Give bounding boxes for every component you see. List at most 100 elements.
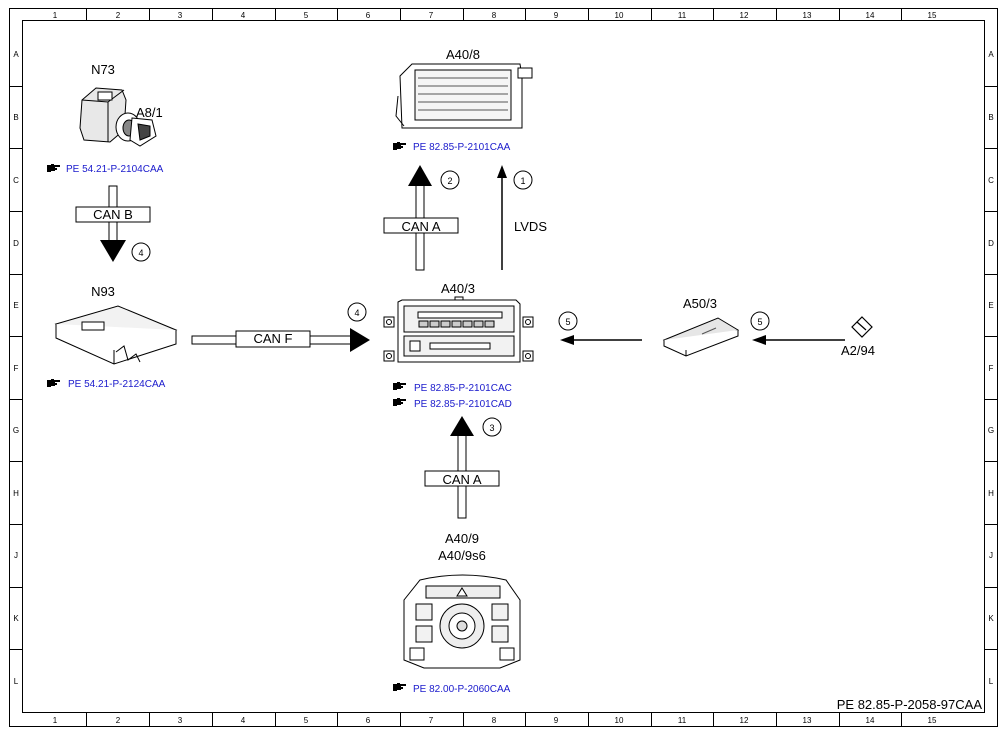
can-f-arrow — [191, 328, 370, 352]
pointing-hand-icon — [47, 379, 60, 387]
head-unit-icon — [383, 296, 534, 363]
col-label: 8 — [492, 716, 497, 725]
antenna-icon — [851, 316, 873, 338]
control-panel-icon — [403, 574, 521, 669]
display-unit-icon — [395, 63, 533, 129]
row-label: K — [13, 614, 19, 623]
marker-4-left-text: 4 — [138, 248, 143, 258]
col-label: 14 — [866, 716, 875, 725]
can-a-top-arrow — [383, 165, 459, 271]
row-label: F — [14, 364, 19, 373]
outer-frame — [9, 8, 998, 727]
row-labels-right: A B C D E F G H J K L — [988, 50, 994, 686]
component-label-a50-3: A50/3 — [683, 296, 717, 311]
col-label: 4 — [241, 716, 246, 725]
col-label: 7 — [429, 11, 434, 20]
col-label: 1 — [53, 716, 58, 725]
pointing-hand-icon — [393, 142, 406, 150]
marker-1-text: 1 — [520, 176, 525, 186]
a50-3-module-icon — [662, 317, 740, 357]
marker-5-right-text: 5 — [757, 317, 762, 327]
pointing-hand-icon — [47, 164, 60, 172]
connection-label-can-a-top: CAN A — [401, 219, 440, 234]
component-label-a40-3: A40/3 — [441, 281, 475, 296]
reference-n93[interactable]: PE 54.21-P-2124CAA — [68, 379, 166, 390]
row-label: A — [13, 50, 19, 59]
row-label: G — [988, 426, 994, 435]
column-ticks — [86, 9, 902, 726]
n93-module-icon — [54, 305, 178, 365]
col-label: 9 — [554, 11, 559, 20]
drawing-number: PE 82.85-P-2058-97CAA — [837, 697, 983, 712]
marker-1 — [513, 170, 533, 190]
column-labels-top: 1 2 3 4 5 6 7 8 9 10 11 12 13 14 15 — [53, 11, 937, 20]
row-label: B — [13, 113, 18, 122]
column-labels-bottom: 1 2 3 4 5 6 7 8 9 10 11 12 13 14 15 — [53, 716, 937, 725]
row-label: F — [989, 364, 994, 373]
component-label-n73: N73 — [91, 62, 115, 77]
row-label: J — [14, 551, 18, 560]
a50-3-to-a40-3-arrow — [560, 335, 642, 345]
row-label: K — [988, 614, 994, 623]
row-label: E — [988, 301, 993, 310]
row-ticks — [10, 86, 997, 650]
row-label: H — [13, 489, 19, 498]
col-label: 4 — [241, 11, 246, 20]
col-label: 15 — [928, 11, 937, 20]
col-label: 1 — [53, 11, 58, 20]
col-label: 12 — [740, 716, 749, 725]
inner-frame — [22, 20, 985, 713]
component-label-a8-1: A8/1 — [136, 105, 163, 120]
marker-4-left — [131, 242, 151, 262]
col-label: 2 — [116, 716, 121, 725]
col-label: 10 — [615, 716, 624, 725]
row-label: B — [988, 113, 993, 122]
reference-a40-9[interactable]: PE 82.00-P-2060CAA — [413, 684, 511, 695]
a2-94-to-a50-3-arrow — [752, 335, 845, 345]
col-label: 11 — [678, 716, 687, 725]
component-label-a40-9s6: A40/9s6 — [438, 548, 486, 563]
component-label-a40-8: A40/8 — [446, 47, 480, 62]
pointing-hand-icon — [393, 683, 406, 691]
row-label: E — [13, 301, 18, 310]
marker-5-center-text: 5 — [565, 317, 570, 327]
col-label: 3 — [178, 716, 183, 725]
col-label: 15 — [928, 716, 937, 725]
pointing-hand-icon — [393, 398, 406, 406]
reference-a40-8[interactable]: PE 82.85-P-2101CAA — [413, 142, 511, 153]
connection-label-can-f: CAN F — [254, 331, 293, 346]
row-label: C — [988, 176, 994, 185]
col-label: 6 — [366, 11, 371, 20]
marker-2 — [440, 170, 460, 190]
reference-n73[interactable]: PE 54.21-P-2104CAA — [66, 164, 164, 175]
col-label: 5 — [304, 11, 309, 20]
reference-a40-3-cac[interactable]: PE 82.85-P-2101CAC — [414, 383, 512, 394]
col-label: 13 — [803, 716, 812, 725]
row-labels-left: A B C D E F G H J K L — [13, 50, 19, 686]
col-label: 6 — [366, 716, 371, 725]
component-label-a40-9: A40/9 — [445, 531, 479, 546]
marker-4-center-text: 4 — [354, 308, 359, 318]
row-label: D — [988, 239, 994, 248]
row-label: L — [989, 677, 994, 686]
marker-3-text: 3 — [489, 423, 494, 433]
connection-label-can-a-bottom: CAN A — [442, 472, 481, 487]
component-label-a2-94: A2/94 — [841, 343, 875, 358]
col-label: 12 — [740, 11, 749, 20]
row-label: C — [13, 176, 19, 185]
col-label: 2 — [116, 11, 121, 20]
marker-3 — [482, 417, 502, 437]
col-label: 14 — [866, 11, 875, 20]
lvds-arrow — [497, 165, 507, 270]
connection-label-lvds: LVDS — [514, 219, 547, 234]
col-label: 8 — [492, 11, 497, 20]
component-label-n93: N93 — [91, 284, 115, 299]
marker-5-right — [750, 311, 770, 331]
row-label: J — [989, 551, 993, 560]
col-label: 3 — [178, 11, 183, 20]
can-a-bottom-arrow — [424, 416, 500, 519]
row-label: D — [13, 239, 19, 248]
marker-5-center — [558, 311, 578, 331]
reference-a40-3-cad[interactable]: PE 82.85-P-2101CAD — [414, 399, 512, 410]
